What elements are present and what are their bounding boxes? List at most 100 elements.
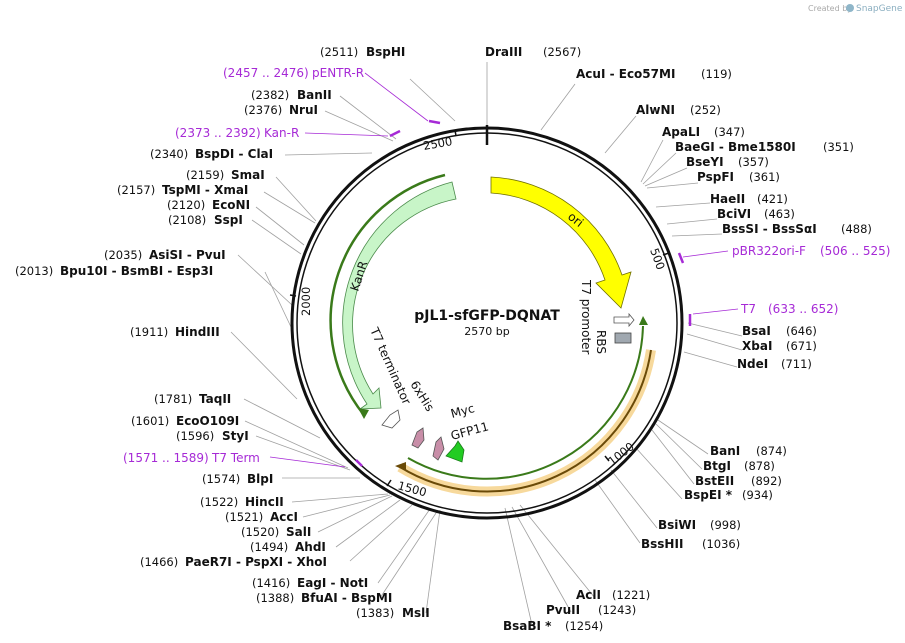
enzyme-name: NruI [289, 103, 318, 117]
enzyme-position: (1036) [702, 537, 740, 551]
insert-arrowhead [395, 462, 406, 471]
enzyme-name: AcuI - Eco57MI [576, 67, 675, 81]
enzyme-labels-right: DraIII (2567) AcuI - Eco57MI (119) AlwNI… [485, 45, 872, 633]
enzyme-name: EcoNI [212, 198, 250, 212]
enzyme-name: SalI [286, 525, 311, 539]
enzyme-name: DraIII [485, 45, 522, 59]
enzyme-position: (1520) [241, 525, 279, 539]
enzyme-labels-left: (1383) MslI (1388) BfuAI - BspMI (1416) … [15, 45, 430, 620]
enzyme-connectors [230, 62, 743, 626]
enzyme-position: (421) [757, 192, 788, 206]
primer-name: Kan-R [264, 126, 299, 140]
primer-range: (506 .. 525) [820, 244, 890, 258]
enzyme-name: BaeGI - Bme1580I [675, 140, 796, 154]
plasmid-title: pJL1-sfGFP-DQNAT [414, 308, 560, 324]
primer-name: pENTR-R [312, 66, 364, 80]
enzyme-name: BspHI [366, 45, 405, 59]
enzyme-name: PaeR7I - PspXI - XhoI [185, 555, 327, 569]
enzyme-position: (2159) [186, 168, 224, 182]
kanr-outline-arc [329, 173, 446, 416]
enzyme-position: (1383) [356, 606, 394, 620]
rbs-feature [614, 332, 632, 344]
primer-range: (2373 .. 2392) [175, 126, 261, 140]
enzyme-name: SmaI [231, 168, 265, 182]
enzyme-name: EagI - NotI [297, 576, 368, 590]
primer-labels: pBR322ori-F (506 .. 525) T7 (633 .. 652)… [123, 66, 890, 465]
enzyme-name: BsiWI [658, 518, 696, 532]
enzyme-position: (1254) [565, 619, 603, 633]
enzyme-position: (2511) [320, 45, 358, 59]
enzyme-position: (1521) [225, 510, 263, 524]
myc-tag-feature [432, 436, 445, 461]
enzyme-name: BspDI - ClaI [195, 147, 273, 161]
enzyme-name: StyI [222, 429, 249, 443]
enzyme-position: (2567) [543, 45, 581, 59]
enzyme-position: (874) [756, 444, 787, 458]
gfp11-feature [445, 440, 465, 463]
rbs-label: RBS [594, 330, 608, 354]
enzyme-name: ApaLI [662, 125, 700, 139]
enzyme-position: (711) [781, 357, 812, 371]
his-tag-feature [411, 427, 425, 449]
t7-promoter-label: T7 promoter [579, 279, 593, 355]
enzyme-name: PvuII [546, 603, 580, 617]
enzyme-position: (1416) [252, 576, 290, 590]
kanr-label: KanR [348, 259, 371, 293]
primer-range: (2457 .. 2476) [223, 66, 309, 80]
t7-terminator-feature [381, 409, 401, 429]
enzyme-name: BseYI [686, 155, 724, 169]
enzyme-position: (1601) [131, 414, 169, 428]
enzyme-position: (892) [751, 474, 782, 488]
enzyme-position: (1596) [176, 429, 214, 443]
enzyme-name: HincII [245, 495, 284, 509]
enzyme-position: (1388) [256, 591, 294, 605]
enzyme-position: (1781) [154, 392, 192, 406]
enzyme-name: AhdI [295, 540, 326, 554]
enzyme-position: (646) [786, 324, 817, 338]
enzyme-name: EcoO109I [176, 414, 239, 428]
enzyme-name: BstEII [695, 474, 734, 488]
enzyme-position: (2108) [168, 213, 206, 227]
enzyme-name: MslI [402, 606, 430, 620]
tick-label-500: 500 [647, 246, 668, 271]
enzyme-position: (2382) [251, 88, 289, 102]
coordinate-ticks [289, 129, 670, 487]
tick-label-2500: 2500 [422, 134, 453, 153]
enzyme-name: BssHII [641, 537, 683, 551]
enzyme-position: (2120) [167, 198, 205, 212]
enzyme-position: (347) [714, 125, 745, 139]
enzyme-position: (357) [738, 155, 769, 169]
primer-marks [355, 119, 692, 467]
enzyme-name: AsiSI - PvuI [149, 248, 226, 262]
enzyme-name: BssSI - BssSαI [722, 222, 817, 236]
enzyme-name: BtgI [703, 459, 731, 473]
enzyme-position: (2035) [104, 248, 142, 262]
enzyme-name: PspFI [697, 170, 734, 184]
enzyme-position: (1466) [140, 555, 178, 569]
primer-range: (633 .. 652) [768, 302, 838, 316]
enzyme-name: SspI [214, 213, 243, 227]
enzyme-position: (361) [749, 170, 780, 184]
enzyme-name: TaqII [199, 392, 231, 406]
enzyme-name: AlwNI [636, 103, 675, 117]
myc-tag-label: Myc [449, 401, 476, 421]
enzyme-name: NdeI [737, 357, 768, 371]
enzyme-position: (1243) [598, 603, 636, 617]
credit-prefix: Created by [808, 4, 852, 13]
snapgene-logo [846, 4, 854, 12]
enzyme-position: (998) [710, 518, 741, 532]
enzyme-position: (1221) [612, 588, 650, 602]
enzyme-position: (1494) [250, 540, 288, 554]
primer-name: pBR322ori-F [732, 244, 806, 258]
enzyme-name: BsaBI * [503, 619, 552, 633]
primer-connectors [269, 72, 739, 468]
enzyme-name: BanI [710, 444, 740, 458]
enzyme-position: (463) [764, 207, 795, 221]
enzyme-name: BanII [297, 88, 332, 102]
ori-feature [490, 176, 632, 309]
enzyme-position: (934) [742, 488, 773, 502]
enzyme-position: (488) [841, 222, 872, 236]
enzyme-position: (2013) [15, 264, 53, 278]
kanr-outline-arrowhead [358, 408, 369, 419]
